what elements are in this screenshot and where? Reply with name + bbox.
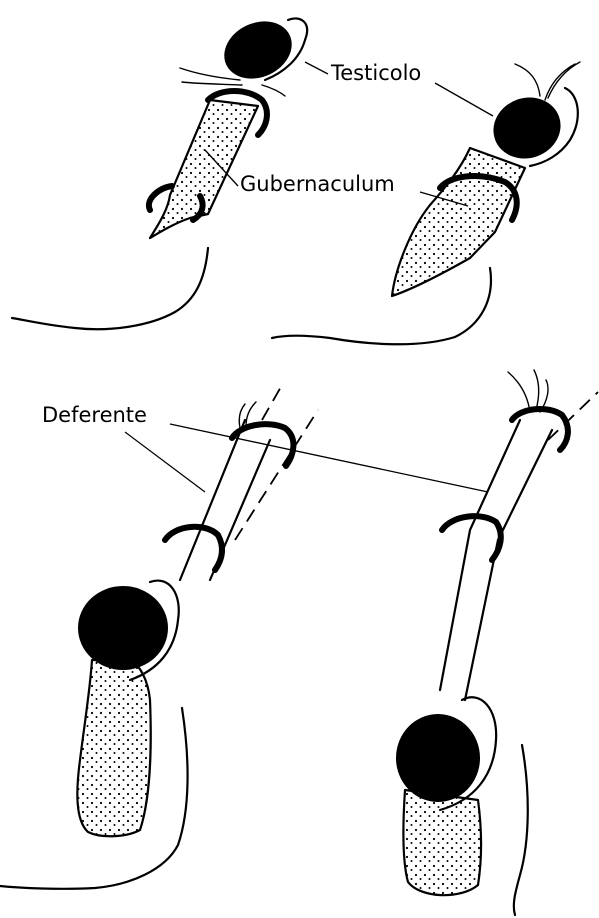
gubernaculum-shape — [77, 660, 150, 836]
spermatic-cord-dashed — [548, 392, 598, 440]
vessels — [508, 370, 548, 412]
body-wall-contour — [514, 745, 528, 915]
testis — [485, 88, 569, 168]
inguinal-ring — [512, 409, 568, 450]
gubernaculum-shape — [403, 790, 481, 895]
testis — [78, 586, 168, 670]
gubernaculum-shape — [392, 148, 525, 296]
testis — [396, 714, 480, 802]
leader-vas-deferens — [125, 432, 205, 492]
spermatic-cord-dashed — [262, 385, 282, 420]
panel-top-left — [12, 11, 307, 329]
label-testis: Testicolo — [330, 63, 422, 84]
leader-vas-deferens — [170, 424, 488, 492]
panel-top-right — [272, 62, 580, 344]
gubernaculum-shape — [150, 100, 258, 238]
body-wall-contour — [12, 248, 208, 329]
body-wall-contour — [272, 268, 491, 344]
spermatic-cord — [180, 420, 270, 580]
leader-testis — [305, 62, 328, 74]
panel-bottom-left — [0, 385, 318, 889]
inguinal-ring — [442, 516, 501, 560]
label-vas-deferens: Deferente — [41, 405, 148, 426]
testis — [215, 11, 301, 90]
leader-testis — [435, 83, 493, 116]
leader-lines-bottom — [125, 424, 488, 492]
label-gubernaculum: Gubernaculum — [239, 174, 396, 195]
panel-bottom-right — [396, 370, 598, 915]
vessels — [515, 62, 580, 100]
spermatic-cord — [440, 420, 552, 700]
